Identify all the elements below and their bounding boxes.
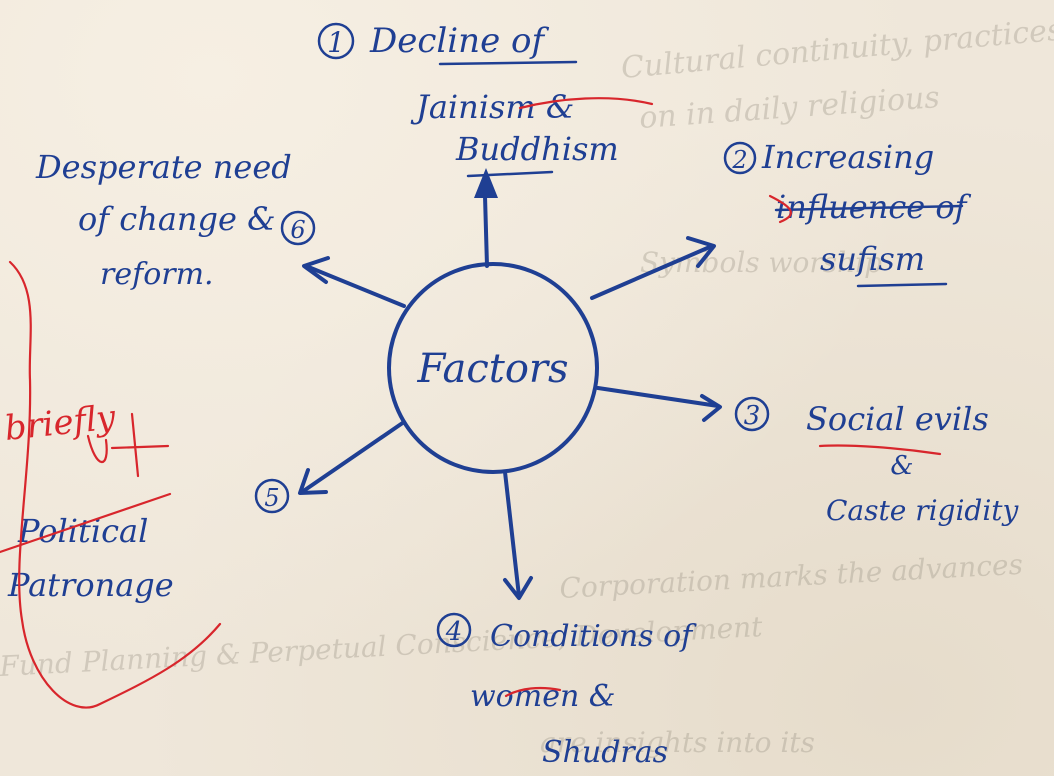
factor-line: Conditions of: [490, 619, 697, 654]
factor-line: Social evils: [806, 400, 989, 438]
arrow-to-factor-2: [590, 244, 714, 300]
arrow-head-icon: [686, 236, 716, 268]
factor-number: 3: [744, 401, 761, 431]
number-circle-icon: [280, 210, 316, 246]
center-node: Factors: [387, 262, 599, 474]
factor-line: Patronage: [7, 566, 174, 604]
factor-2: 2 Increasing influence of sufism: [723, 138, 972, 288]
number-circle-icon: [317, 22, 355, 60]
factor-line: Buddhism: [455, 130, 619, 168]
red-correction-mark: [504, 686, 562, 698]
underline: [466, 170, 554, 178]
underline: [774, 204, 964, 212]
arrow-to-factor-4: [503, 470, 521, 598]
factor-line: Shudras: [542, 735, 668, 770]
arrow-head-icon: [503, 576, 533, 600]
bleed-line: Corporation marks the advances: [559, 548, 1024, 605]
factor-line: women &: [470, 679, 616, 714]
factor-number: 6: [290, 216, 305, 244]
factor-line: sufism: [820, 240, 925, 278]
red-strike-mark: [0, 492, 172, 554]
arrow-head-icon: [700, 394, 722, 422]
number-circle-icon: [436, 612, 472, 648]
red-tick-mark: [86, 412, 170, 478]
arrows: [298, 168, 722, 600]
factor-4: 4 Conditions of women & Shudras: [436, 612, 697, 770]
number-circle-icon: [723, 141, 757, 175]
arrow-to-factor-6: [304, 264, 406, 308]
red-correction-mark: [818, 444, 942, 456]
factor-line: of change &: [78, 200, 276, 238]
factor-line: &: [890, 451, 913, 481]
factor-line: Caste rigidity: [826, 494, 1020, 527]
red-correction-mark: [768, 194, 792, 224]
factor-line: Increasing: [761, 138, 934, 176]
factor-number: 5: [264, 484, 279, 512]
factor-5: 5 Political Patronage: [7, 478, 290, 604]
arrow-to-factor-5: [300, 420, 406, 494]
factor-1: 1 Decline of Jainism & Buddhism: [317, 21, 654, 178]
red-correction-mark: [518, 97, 654, 110]
number-circle-icon: [254, 478, 290, 514]
underline: [856, 282, 948, 288]
bleed-line: Symbols worship: [640, 246, 882, 279]
arrow-to-factor-3: [596, 386, 720, 408]
factor-number: 1: [327, 26, 345, 59]
factor-line: Political: [17, 512, 148, 550]
factor-line: Decline of: [369, 21, 549, 61]
factor-6: 6 Desperate need of change & reform.: [35, 148, 316, 292]
factor-number: 4: [445, 617, 463, 647]
arrow-head-icon: [298, 468, 328, 495]
factor-line: Jainism &: [410, 88, 574, 126]
center-circle: [387, 262, 599, 474]
number-circle-icon: [734, 396, 770, 432]
arrow-to-factor-1: [483, 194, 489, 268]
red-bracket-mark: [8, 260, 222, 709]
factor-line: reform.: [100, 257, 214, 292]
bleed-line: are insights into its: [540, 726, 815, 759]
bleed-line: on in daily religious: [638, 80, 941, 136]
annotation-text: briefly: [3, 397, 118, 448]
arrow-head-icon: [302, 256, 330, 284]
bleed-line: Cultural continuity, practices, symbols: [620, 0, 1054, 86]
factor-3: 3 Social evils & Caste rigidity: [734, 396, 1020, 527]
underline: [438, 60, 578, 66]
arrow-head-icon: [474, 168, 498, 198]
factor-number: 2: [731, 146, 747, 174]
center-label: Factors: [416, 346, 568, 392]
factor-line: Desperate need: [35, 148, 292, 186]
